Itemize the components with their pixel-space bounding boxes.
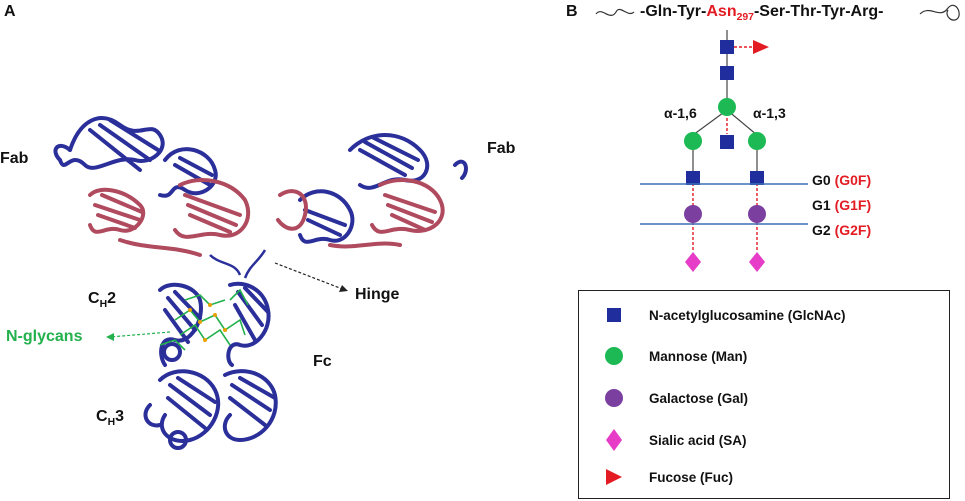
panel-a-letter: A [4, 3, 16, 20]
legend-item-galactose: Galactose (Gal) [579, 388, 748, 408]
glcnac-antenna-right [750, 171, 764, 185]
glcnac-core-1 [720, 40, 734, 54]
ch2-domains [158, 281, 271, 367]
sialic-acid-right [749, 252, 765, 272]
mannose-arm-right [748, 132, 766, 150]
linkage-alpha-1-6: α-1,6 [664, 105, 697, 121]
nglycan-arrow [109, 331, 171, 338]
blue-square-icon [607, 308, 621, 322]
glcnac-bisecting [720, 135, 734, 149]
galactose-left [684, 205, 702, 223]
mannose-arm-left [684, 132, 702, 150]
ch2-label: CH2 [88, 290, 116, 311]
fab-right-light-chain [276, 178, 445, 249]
ch3-label: CH3 [96, 408, 124, 429]
hinge-label: Hinge [355, 286, 400, 303]
panel-b-letter: B [566, 3, 578, 20]
glycoform-g2: G2 (G2F) [812, 222, 872, 238]
fc-label: Fc [313, 353, 332, 370]
sialic-acid-left [685, 252, 701, 272]
legend-item-sialic-acid: Sialic acid (SA) [579, 428, 747, 452]
hinge-arrow [274, 262, 346, 291]
peptide-squiggle-left [595, 8, 635, 16]
peptide-sequence: -Gln-Tyr-Asn297-Ser-Thr-Tyr-Arg- [640, 3, 884, 24]
legend-item-fucose: Fucose (Fuc) [579, 468, 733, 486]
glycoform-g1: G1 (G1F) [812, 197, 872, 213]
fucose-core [753, 40, 769, 54]
peptide-squiggle-right [919, 4, 960, 21]
fab-left-light-chain [88, 178, 251, 257]
glcnac-antenna-left [686, 171, 700, 185]
green-circle-icon [605, 347, 623, 365]
galactose-right [748, 205, 766, 223]
magenta-diamond-icon [606, 429, 622, 451]
nglycans-label: N-glycans [6, 328, 83, 345]
linkage-alpha-1-3: α-1,3 [753, 105, 786, 121]
n-glycan-highlights [188, 303, 227, 342]
antibody-structure-illustration [53, 116, 468, 450]
fab-left-label: Fab [0, 150, 29, 167]
fab-right-label: Fab [487, 140, 516, 157]
glycoform-g0: G0 (G0F) [812, 172, 872, 188]
ch3-domains [143, 369, 278, 450]
mannose-core [718, 98, 736, 116]
glcnac-core-2 [720, 66, 734, 80]
hinge-region [209, 249, 267, 279]
legend-item-mannose: Mannose (Man) [579, 346, 747, 366]
red-triangle-icon [606, 469, 622, 485]
legend-item-glcnac: N-acetylglucosamine (GlcNAc) [579, 307, 846, 323]
purple-circle-icon [605, 389, 623, 407]
legend-box: N-acetylglucosamine (GlcNAc) Mannose (Ma… [578, 290, 950, 499]
